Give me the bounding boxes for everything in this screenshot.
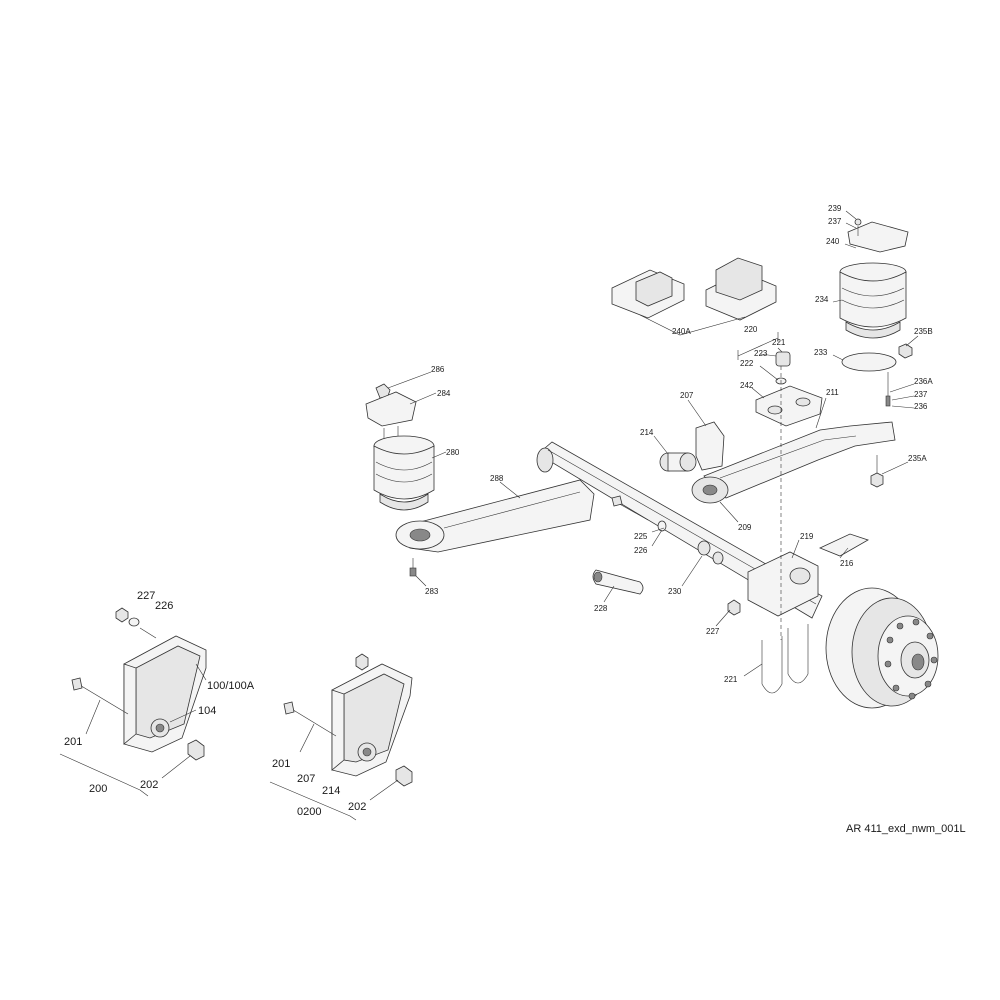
callout-214a: 214 xyxy=(640,428,654,437)
bolt-225 xyxy=(611,495,623,507)
callout-235A: 235A xyxy=(908,454,927,463)
nut-227-left xyxy=(115,607,129,623)
nut-202-right xyxy=(395,765,413,787)
callout-234: 234 xyxy=(815,295,829,304)
callout-201a: 201 xyxy=(64,736,82,748)
callout-100-100A: 100/100A xyxy=(207,680,255,692)
trailing-arm-left xyxy=(395,479,595,577)
callout-202a: 202 xyxy=(140,779,158,791)
callout-230: 230 xyxy=(668,587,682,596)
arm-211 xyxy=(703,421,896,499)
bracket-pair-240A xyxy=(611,257,777,336)
callout-226b: 226 xyxy=(155,600,173,612)
bolt-283 xyxy=(409,567,417,577)
callout-227b: 227 xyxy=(137,590,155,602)
callout-221b: 221 xyxy=(724,675,738,684)
callout-235B: 235B xyxy=(914,327,933,336)
callout-236A: 236A xyxy=(914,377,933,386)
callout-288: 288 xyxy=(490,474,504,483)
callout-286: 286 xyxy=(431,365,445,374)
u-bolt-1 xyxy=(761,636,783,694)
callout-202b: 202 xyxy=(348,801,366,813)
callout-209: 209 xyxy=(738,523,752,532)
callout-283: 283 xyxy=(425,587,439,596)
fastener-parts xyxy=(592,495,741,616)
drawing-id-label: AR 411_exd_nwm_001L xyxy=(846,823,966,835)
callout-237b: 237 xyxy=(914,390,928,399)
center-mount-parts xyxy=(737,332,823,427)
top-plate-240 xyxy=(847,221,909,253)
callout-214b: 214 xyxy=(322,785,340,797)
callout-219: 219 xyxy=(800,532,814,541)
bracket-207 xyxy=(695,421,725,471)
trailing-arm-right xyxy=(659,421,896,504)
nut-286 xyxy=(375,383,391,399)
callout-228: 228 xyxy=(594,604,608,613)
callout-207b: 207 xyxy=(297,773,315,785)
brake-drum-hub xyxy=(825,587,939,709)
top-plate-284 xyxy=(365,391,417,427)
nut-235B xyxy=(898,343,913,359)
callout-227a: 227 xyxy=(706,627,720,636)
u-bolts-221 xyxy=(761,366,809,694)
bolt-201-right xyxy=(283,701,295,715)
right-air-spring-assembly xyxy=(839,218,913,488)
callout-240A: 240A xyxy=(672,327,691,336)
washer-226-left xyxy=(128,617,140,627)
callout-226a: 226 xyxy=(634,546,648,555)
callout-220: 220 xyxy=(744,325,758,334)
left-air-spring-assembly xyxy=(365,383,435,511)
bushing-223 xyxy=(775,351,791,367)
callout-labels: 239 237 240 234 235B 233 236A 237 236 23… xyxy=(64,204,933,818)
nut-202-left xyxy=(187,739,205,761)
callout-240: 240 xyxy=(826,237,840,246)
callout-225: 225 xyxy=(634,532,648,541)
air-spring-280 xyxy=(373,445,435,500)
base-plate-233 xyxy=(841,352,897,372)
callout-236: 236 xyxy=(914,402,928,411)
bolt-201-left xyxy=(71,677,83,691)
callout-280: 280 xyxy=(446,448,460,457)
callout-237: 237 xyxy=(828,217,842,226)
callout-221a: 221 xyxy=(772,338,786,347)
bushing-228 xyxy=(592,569,644,595)
hanger-bracket-0200 xyxy=(283,653,413,787)
plate-216 xyxy=(818,533,869,557)
callout-222: 222 xyxy=(740,359,754,368)
air-spring-234 xyxy=(839,271,907,328)
callout-284: 284 xyxy=(437,389,451,398)
callout-216: 216 xyxy=(840,559,854,568)
washer-226 xyxy=(657,520,667,532)
nut-239 xyxy=(854,218,862,226)
callout-200: 200 xyxy=(89,783,107,795)
callout-207a: 207 xyxy=(680,391,694,400)
bracket-242 xyxy=(755,385,823,427)
callout-239: 239 xyxy=(828,204,842,213)
bolt-235A xyxy=(870,472,884,488)
callout-242: 242 xyxy=(740,381,754,390)
leader-lines xyxy=(59,210,919,821)
nut-227 xyxy=(727,599,741,616)
u-bolt-2 xyxy=(787,624,809,684)
callout-201b: 201 xyxy=(272,758,290,770)
callout-104: 104 xyxy=(198,705,216,717)
callout-0200: 0200 xyxy=(297,806,321,818)
axle-beam xyxy=(536,441,823,619)
callout-211: 211 xyxy=(826,388,839,397)
hanger-bracket-100 xyxy=(71,607,207,761)
callout-223: 223 xyxy=(754,349,768,358)
callout-233: 233 xyxy=(814,348,828,357)
